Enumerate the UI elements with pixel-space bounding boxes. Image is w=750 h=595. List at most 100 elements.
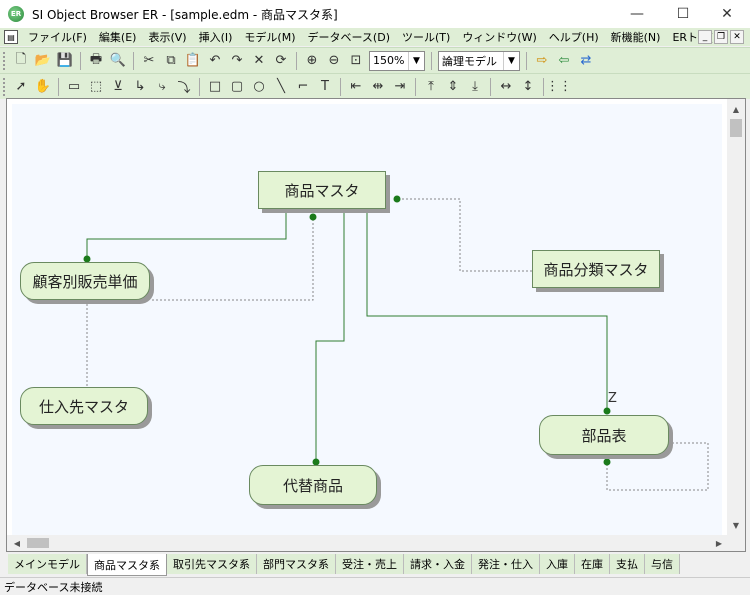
menu-tools[interactable]: ツール(T) — [402, 31, 451, 44]
menu-view[interactable]: 表示(V) — [148, 31, 187, 44]
ellipse-icon[interactable]: ○ — [253, 79, 265, 94]
entity-icon[interactable]: ▭ — [67, 79, 81, 94]
menu-insert[interactable]: 挿入(I) — [198, 31, 233, 44]
toolbar-grip[interactable] — [3, 77, 6, 96]
relation-line — [366, 213, 608, 411]
tab-receiving[interactable]: 入庫 — [540, 554, 575, 574]
undo-icon[interactable]: ↶ — [209, 53, 221, 68]
new-file-icon[interactable]: 🗋 — [15, 51, 27, 67]
maximize-button[interactable]: ☐ — [676, 6, 690, 22]
dependent-entity-icon[interactable]: ⬚ — [89, 79, 103, 94]
relation-line — [397, 198, 532, 272]
relation-line — [86, 213, 287, 259]
sync-icon[interactable]: ⇄ — [580, 53, 592, 68]
tab-business-partner-master[interactable]: 取引先マスタ系 — [167, 554, 257, 574]
text-icon[interactable]: T — [321, 79, 329, 94]
menu-database[interactable]: データベース(D) — [307, 31, 390, 44]
menu-new-features[interactable]: 新機能(N) — [610, 31, 661, 44]
align-middle-icon[interactable]: ⇕ — [447, 79, 459, 94]
export-icon[interactable]: ⇨ — [536, 53, 548, 68]
horizontal-scroll-thumb[interactable] — [27, 538, 49, 548]
same-height-icon[interactable]: ↕ — [522, 79, 534, 94]
many-to-many-relation-icon[interactable]: ⤵ — [177, 81, 191, 96]
close-button[interactable]: ✕ — [721, 6, 733, 22]
menu-bar: ▤ ファイル(F) 編集(E) 表示(V) 挿入(I) モデル(M) データベー… — [0, 28, 750, 46]
cut-icon[interactable]: ✂ — [143, 53, 155, 68]
diagram-canvas[interactable]: 商品マスタ 顧客別販売単価 商品分類マスタ 仕入先マスタ 部品表 代替商品 Z — [12, 104, 722, 536]
line-icon[interactable]: ╲ — [277, 79, 285, 94]
align-top-icon[interactable]: ⤒ — [428, 79, 434, 94]
tab-purchase-orders[interactable]: 発注・仕入 — [472, 554, 540, 574]
drawing-toolbar: ➚ ✋ ▭ ⬚ ⊻ ↳ ⤷ ⤵ □ ▢ ○ ╲ ⌐ T ⇤ ⇹ ⇥ ⤒ ⇕ ⤓ … — [0, 73, 750, 99]
tab-billing-payment[interactable]: 請求・入金 — [404, 554, 472, 574]
relation-endpoint — [603, 407, 611, 415]
relation-icon[interactable]: ↳ — [134, 79, 146, 94]
tab-orders-sales[interactable]: 受注・売上 — [336, 554, 404, 574]
vertical-scrollbar[interactable]: ▲ ▼ — [727, 99, 745, 535]
menu-help[interactable]: ヘルプ(H) — [548, 31, 599, 44]
refresh-icon[interactable]: ⟳ — [275, 53, 287, 68]
tab-department-master[interactable]: 部門マスタ系 — [257, 554, 336, 574]
mdi-close-button[interactable]: ✕ — [730, 30, 744, 44]
rectangle-icon[interactable]: □ — [208, 79, 222, 94]
grid-icon[interactable]: ⋮⋮ — [546, 79, 572, 94]
paste-icon[interactable]: 📋 — [184, 53, 202, 68]
entity-product-master[interactable]: 商品マスタ — [258, 171, 386, 209]
tab-product-master[interactable]: 商品マスタ系 — [87, 554, 167, 576]
menu-model[interactable]: モデル(M) — [244, 31, 296, 44]
menu-file[interactable]: ファイル(F) — [28, 31, 87, 44]
horizontal-scrollbar[interactable]: ◀ ▶ — [7, 535, 745, 551]
zoom-out-icon[interactable]: ⊖ — [328, 53, 340, 68]
hand-icon[interactable]: ✋ — [34, 79, 52, 94]
entity-supplier-master[interactable]: 仕入先マスタ — [20, 387, 148, 425]
mdi-restore-button[interactable]: ❐ — [714, 30, 728, 44]
scroll-up-icon[interactable]: ▲ — [732, 104, 740, 114]
print-preview-icon[interactable]: 🔍 — [109, 53, 127, 68]
zoom-fit-icon[interactable]: ⊡ — [350, 53, 362, 68]
redo-icon[interactable]: ↷ — [231, 53, 243, 68]
entity-customer-price[interactable]: 顧客別販売単価 — [20, 262, 150, 300]
zoom-select[interactable]: 150% ▼ — [369, 50, 425, 71]
toolbar-grip[interactable] — [3, 51, 6, 70]
align-right-icon[interactable]: ⇥ — [394, 79, 406, 94]
align-bottom-icon[interactable]: ⤓ — [472, 79, 478, 94]
non-identifying-relation-icon[interactable]: ⤷ — [158, 79, 166, 94]
same-width-icon[interactable]: ↔ — [500, 79, 512, 94]
save-icon[interactable]: 💾 — [56, 53, 74, 68]
tab-credit[interactable]: 与信 — [645, 554, 680, 574]
app-icon: ER — [8, 6, 24, 22]
chevron-down-icon: ▼ — [408, 51, 424, 70]
entity-substitute-product[interactable]: 代替商品 — [249, 465, 377, 505]
title-bar: ER SI Object Browser ER - [sample.edm - … — [0, 0, 750, 28]
rounded-rectangle-icon[interactable]: ▢ — [230, 79, 244, 94]
scroll-down-icon[interactable]: ▼ — [732, 520, 740, 530]
scroll-right-icon[interactable]: ▶ — [715, 538, 723, 548]
document-icon[interactable]: ▤ — [4, 30, 18, 44]
pointer-icon[interactable]: ➚ — [15, 79, 27, 94]
minimize-button[interactable]: — — [630, 6, 644, 22]
connector-icon[interactable]: ⌐ — [297, 79, 309, 94]
entity-product-category-master[interactable]: 商品分類マスタ — [532, 250, 660, 288]
tab-payments[interactable]: 支払 — [610, 554, 645, 574]
zoom-in-icon[interactable]: ⊕ — [306, 53, 318, 68]
menu-window[interactable]: ウィンドウ(W) — [462, 31, 537, 44]
align-left-icon[interactable]: ⇤ — [350, 79, 362, 94]
print-icon[interactable]: 🖶 — [89, 51, 103, 67]
copy-icon[interactable]: ⧉ — [166, 53, 176, 68]
scroll-left-icon[interactable]: ◀ — [13, 538, 21, 548]
delete-icon[interactable]: ✕ — [253, 53, 265, 68]
menu-edit[interactable]: 編集(E) — [98, 31, 137, 44]
align-center-icon[interactable]: ⇹ — [372, 79, 384, 94]
vertical-scroll-thumb[interactable] — [730, 119, 742, 137]
tab-main-model[interactable]: メインモデル — [8, 554, 87, 574]
entity-bill-of-materials[interactable]: 部品表 — [539, 415, 669, 455]
relation-endpoint — [312, 458, 320, 466]
relation-line — [315, 213, 345, 462]
model-type-select[interactable]: 論理モデル ▼ — [438, 50, 520, 71]
open-folder-icon[interactable]: 📂 — [34, 53, 52, 68]
tab-inventory[interactable]: 在庫 — [575, 554, 610, 574]
subtype-icon[interactable]: ⊻ — [113, 79, 123, 94]
import-icon[interactable]: ⇦ — [558, 53, 570, 68]
window-title: SI Object Browser ER - [sample.edm - 商品マ… — [32, 7, 338, 22]
mdi-minimize-button[interactable]: _ — [698, 30, 712, 44]
